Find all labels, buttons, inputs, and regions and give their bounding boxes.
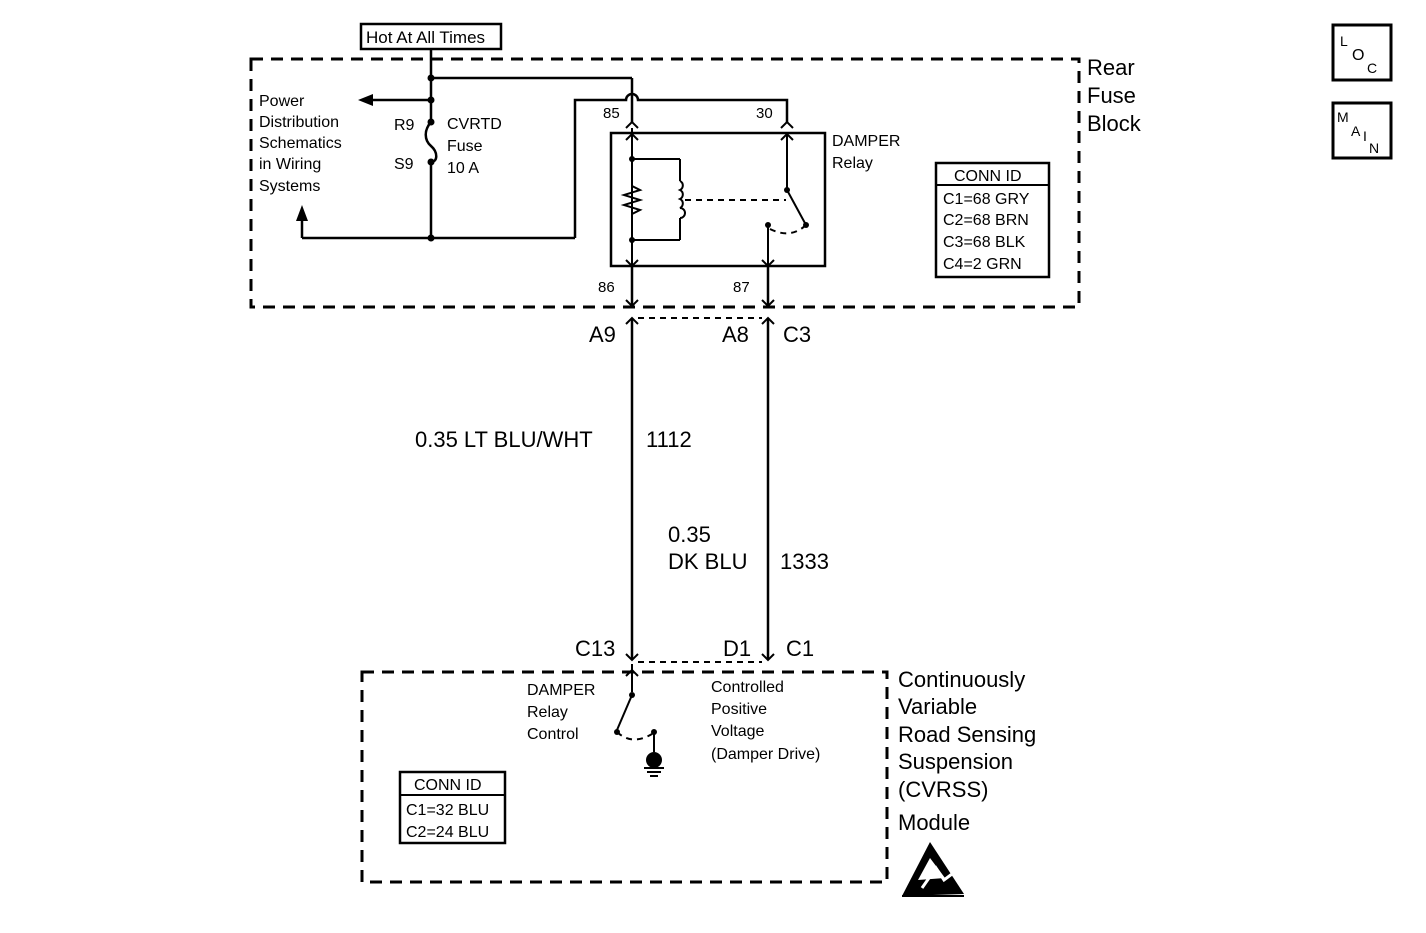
module-conn-id-table: CONN ID C1=32 BLU C2=24 BLU [398, 770, 507, 845]
wire-1333-circuit: 1333 [780, 549, 829, 574]
svg-text:Systems: Systems [259, 178, 320, 195]
cvrss-module-title: Continuously Variable Road Sensing Suspe… [898, 667, 1036, 835]
connector-c1: C1 [786, 636, 814, 661]
power-distribution-reference: Power Distribution Schematics in Wiring … [259, 93, 342, 195]
svg-text:Schematics: Schematics [259, 135, 342, 152]
connector-c3: C3 [783, 322, 811, 347]
cvrss-module-boundary [360, 670, 889, 884]
main-navigation-button[interactable]: M A I N [1331, 101, 1393, 160]
connector-d1: D1 [723, 636, 751, 661]
svg-text:Controlled: Controlled [711, 679, 784, 696]
fuse-input-pin: R9 [394, 117, 415, 134]
svg-text:C2=68 BRN: C2=68 BRN [943, 212, 1029, 229]
svg-text:Power: Power [259, 93, 305, 110]
loc-navigation-button[interactable]: L O C [1331, 23, 1393, 82]
relay-control-switch [616, 694, 633, 731]
svg-text:O: O [1352, 47, 1364, 64]
relay-coil [677, 180, 686, 219]
svg-text:Fuse: Fuse [447, 138, 483, 155]
svg-text:Distribution: Distribution [259, 114, 339, 131]
damper-drive-label: Controlled Positive Voltage (Damper Driv… [711, 679, 820, 763]
svg-text:C1=68 GRY: C1=68 GRY [943, 191, 1030, 208]
esd-warning-icon [902, 842, 964, 897]
pin-86: 86 [598, 279, 615, 296]
wire-1333-color: DK BLU [668, 549, 747, 574]
svg-text:Hot At All Times: Hot At All Times [366, 28, 485, 47]
svg-text:C2=24 BLU: C2=24 BLU [406, 824, 489, 841]
svg-text:C3=68 BLK: C3=68 BLK [943, 234, 1026, 251]
svg-text:Positive: Positive [711, 701, 767, 718]
damper-relay-control-label: DAMPER Relay Control [527, 682, 595, 743]
svg-text:DAMPER: DAMPER [832, 133, 900, 150]
svg-text:M: M [1337, 109, 1349, 125]
svg-text:I: I [1363, 128, 1367, 144]
connector-a8: A8 [722, 322, 749, 347]
connector-a9: A9 [589, 322, 616, 347]
svg-text:L: L [1340, 33, 1348, 49]
svg-text:Control: Control [527, 726, 579, 743]
damper-relay-box [609, 131, 827, 268]
svg-text:Fuse: Fuse [1087, 83, 1136, 108]
svg-text:Block: Block [1087, 111, 1142, 136]
relay-switch-contact [786, 189, 807, 226]
pin-30: 30 [756, 105, 773, 122]
wire-1112-color: 0.35 LT BLU/WHT [415, 427, 593, 452]
pin-87: 87 [733, 279, 750, 296]
svg-text:Module: Module [898, 810, 970, 835]
svg-text:in Wiring: in Wiring [259, 156, 321, 173]
svg-text:Road Sensing: Road Sensing [898, 722, 1036, 747]
cvrtd-fuse-symbol [424, 121, 438, 164]
pin-85: 85 [603, 105, 620, 122]
arrow-icon [296, 205, 308, 221]
rear-fuse-block-boundary [249, 57, 1081, 309]
svg-text:CONN ID: CONN ID [954, 168, 1022, 185]
svg-text:10 A: 10 A [447, 160, 479, 177]
svg-text:DAMPER: DAMPER [527, 682, 595, 699]
damper-relay-label: DAMPER Relay [832, 133, 900, 172]
cvrtd-fuse-label: CVRTD Fuse 10 A [447, 116, 502, 177]
wire-1333-gauge: 0.35 [668, 522, 711, 547]
svg-text:Voltage: Voltage [711, 723, 764, 740]
svg-text:C4=2 GRN: C4=2 GRN [943, 256, 1022, 273]
ground-icon [644, 752, 664, 777]
svg-text:Variable: Variable [898, 694, 977, 719]
hot-at-all-times-label: Hot At All Times [359, 22, 503, 51]
svg-text:Suspension: Suspension [898, 749, 1013, 774]
fuse-output-pin: S9 [394, 156, 414, 173]
svg-text:C1=32 BLU: C1=32 BLU [406, 802, 489, 819]
svg-text:(Damper Drive): (Damper Drive) [711, 746, 820, 763]
svg-text:C: C [1367, 60, 1377, 76]
wire-1112-circuit: 1112 [646, 427, 692, 452]
svg-text:CVRTD: CVRTD [447, 116, 502, 133]
svg-text:Continuously: Continuously [898, 667, 1025, 692]
svg-text:CONN ID: CONN ID [414, 777, 482, 794]
svg-text:N: N [1369, 140, 1379, 156]
connector-c13: C13 [575, 636, 615, 661]
rear-fuse-block-title: Rear Fuse Block [1087, 55, 1142, 136]
svg-text:Rear: Rear [1087, 55, 1135, 80]
svg-text:Relay: Relay [832, 155, 873, 172]
arrow-icon [358, 94, 373, 106]
svg-text:A: A [1351, 123, 1361, 139]
svg-text:(CVRSS): (CVRSS) [898, 777, 988, 802]
relay-resistor [620, 185, 644, 215]
svg-text:Relay: Relay [527, 704, 568, 721]
fuse-block-conn-id-table: CONN ID C1=68 GRY C2=68 BRN C3=68 BLK C4… [934, 161, 1051, 279]
